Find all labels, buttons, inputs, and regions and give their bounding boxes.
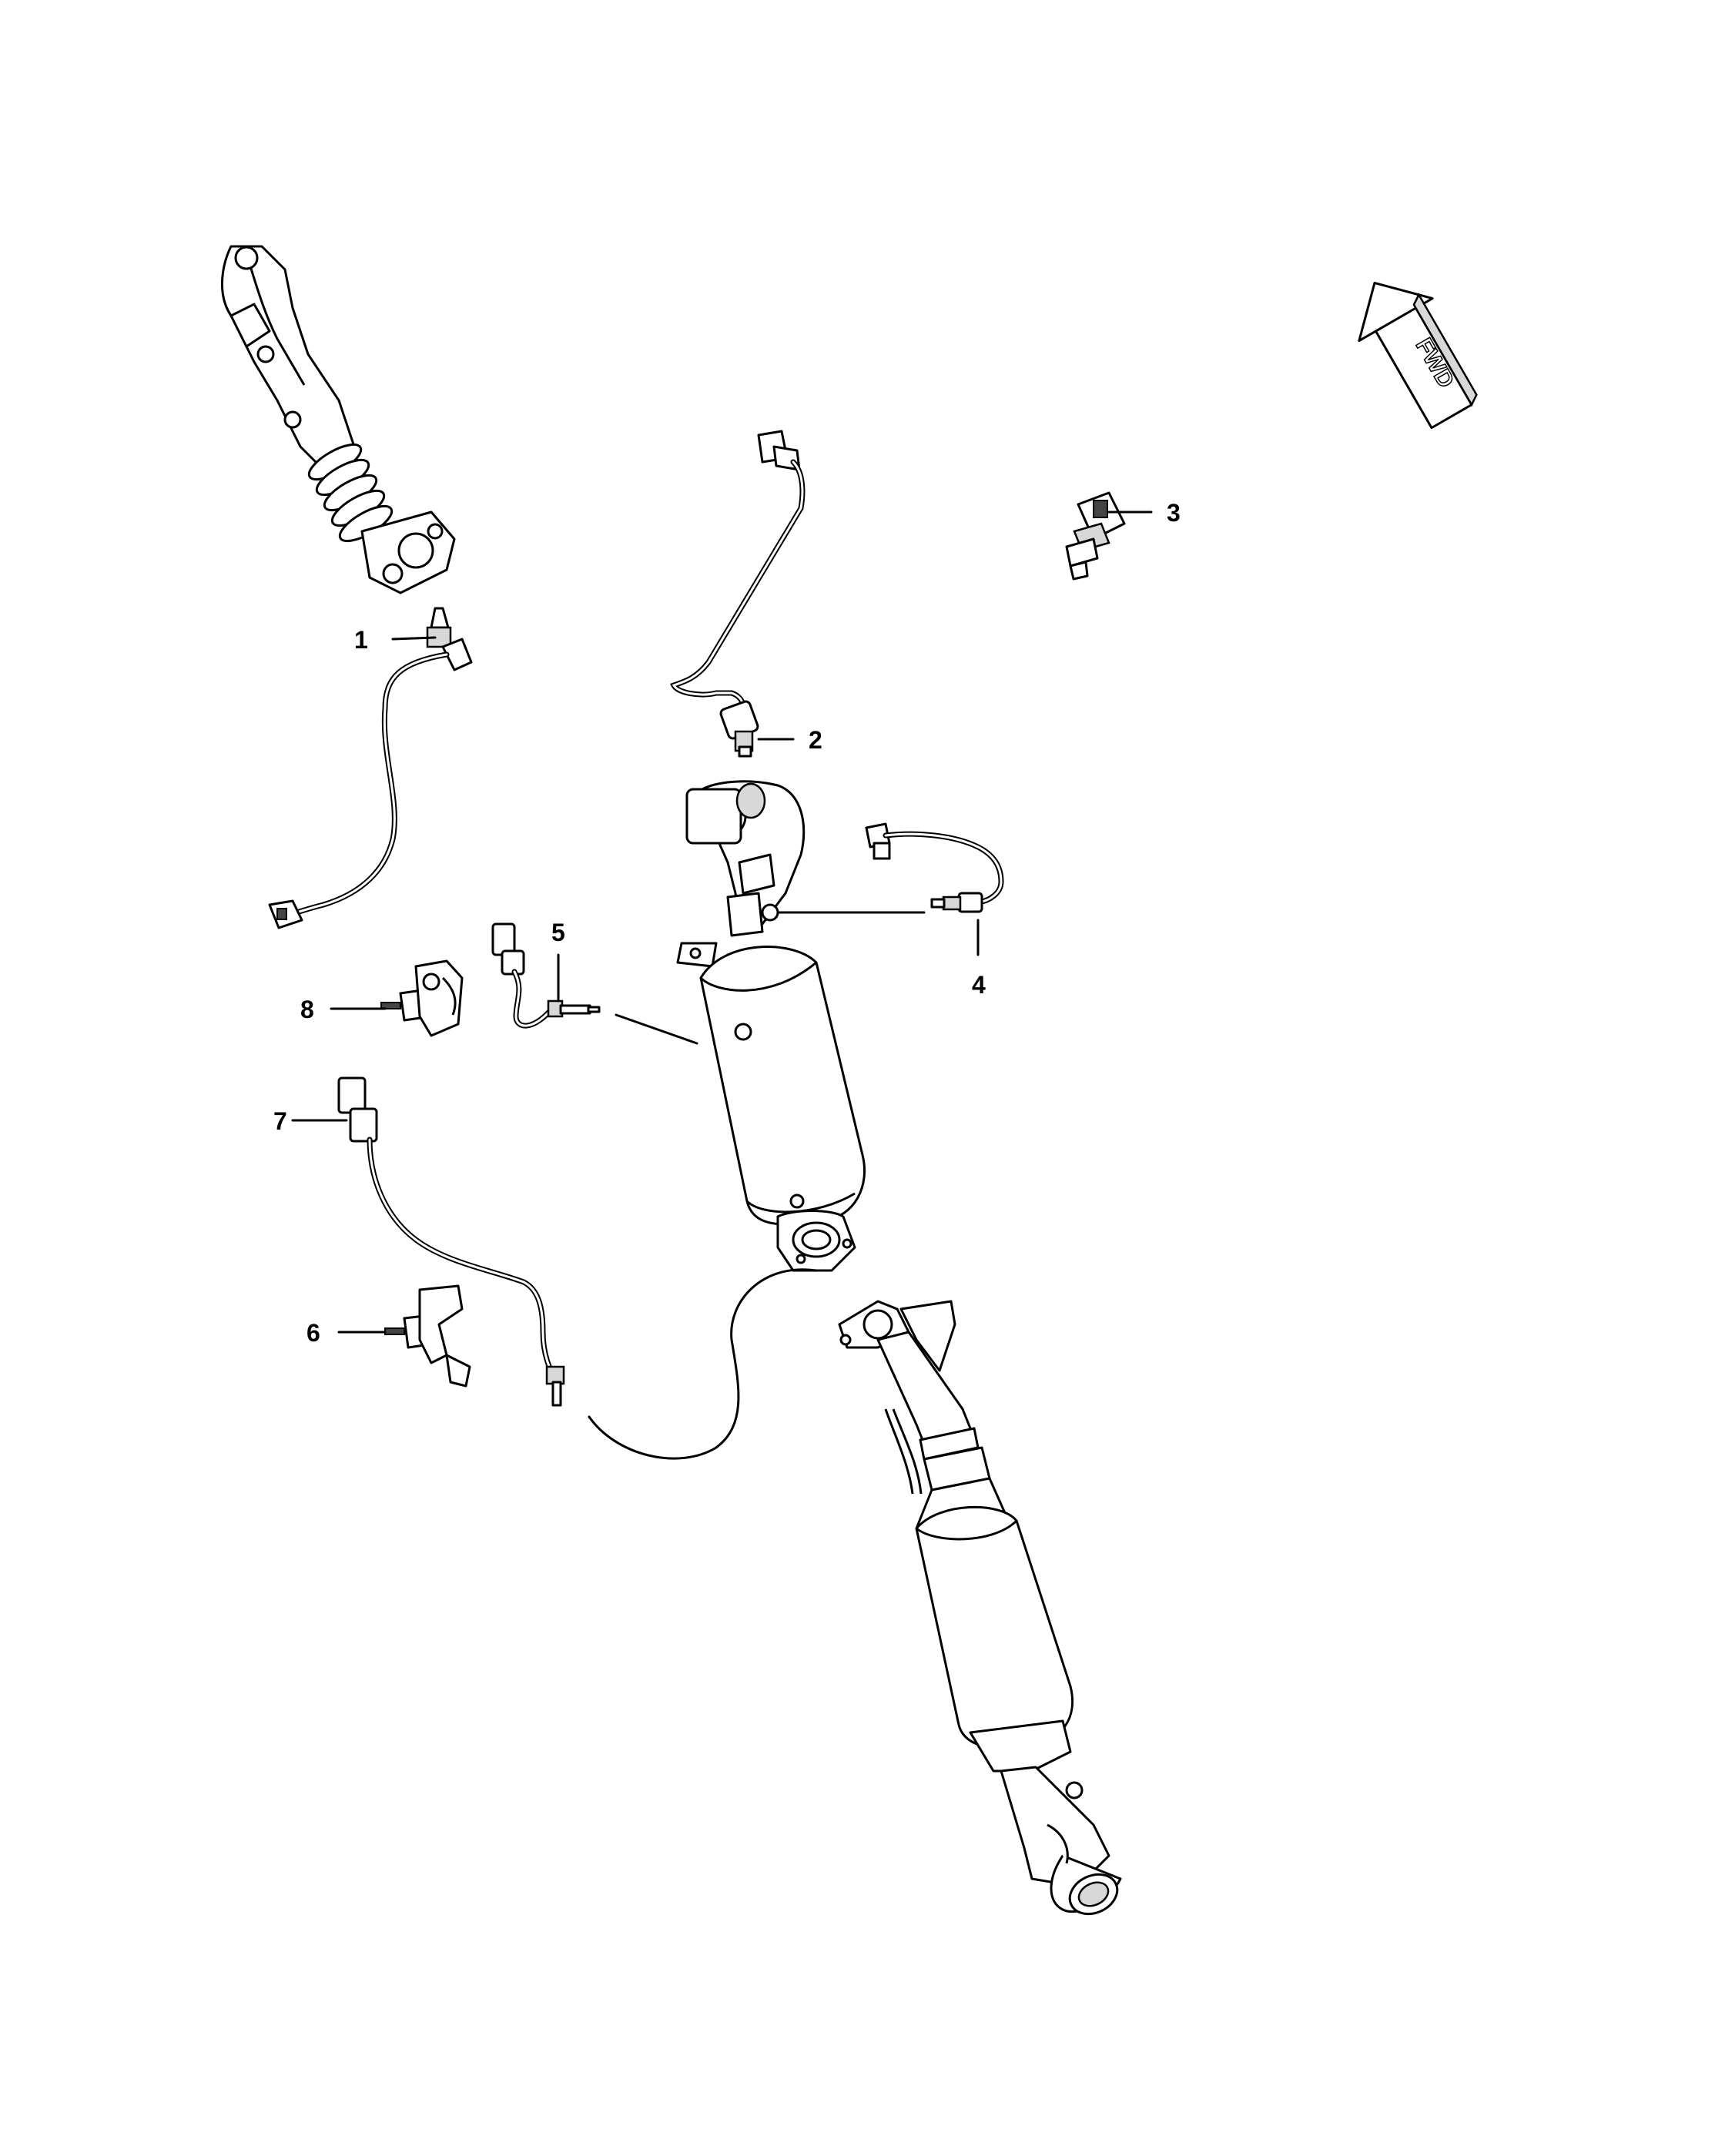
- sensor-7: [337, 1076, 565, 1407]
- muffler-assembly: [838, 1300, 1122, 1916]
- callouts: 1 2 3 4 5 6 7 8: [273, 499, 1181, 1347]
- sensor-8: [380, 959, 464, 1037]
- sensor-3: [1065, 491, 1126, 581]
- diesel-particulate-filter: [676, 780, 866, 1272]
- callout-4: 4: [972, 971, 986, 999]
- callout-6: 6: [306, 1319, 320, 1347]
- sensor-2: [670, 430, 806, 758]
- exhaust-manifold: [220, 245, 456, 594]
- forward-arrow-icon: FWD: [1358, 281, 1478, 430]
- callout-8: 8: [300, 996, 314, 1023]
- sensor-6: [384, 1284, 471, 1388]
- sensor-5: [491, 922, 601, 1029]
- callout-1: 1: [354, 626, 368, 654]
- sensor-7-wire-loop: [588, 1268, 818, 1460]
- sensor-4: [865, 822, 1004, 913]
- callout-5: 5: [551, 919, 565, 946]
- manifold-bellows: [307, 443, 394, 543]
- leader-lines: [291, 511, 1153, 1334]
- callout-2: 2: [809, 726, 822, 754]
- sensor-1: [268, 607, 473, 929]
- callout-3: 3: [1167, 499, 1181, 527]
- callout-7: 7: [273, 1107, 287, 1135]
